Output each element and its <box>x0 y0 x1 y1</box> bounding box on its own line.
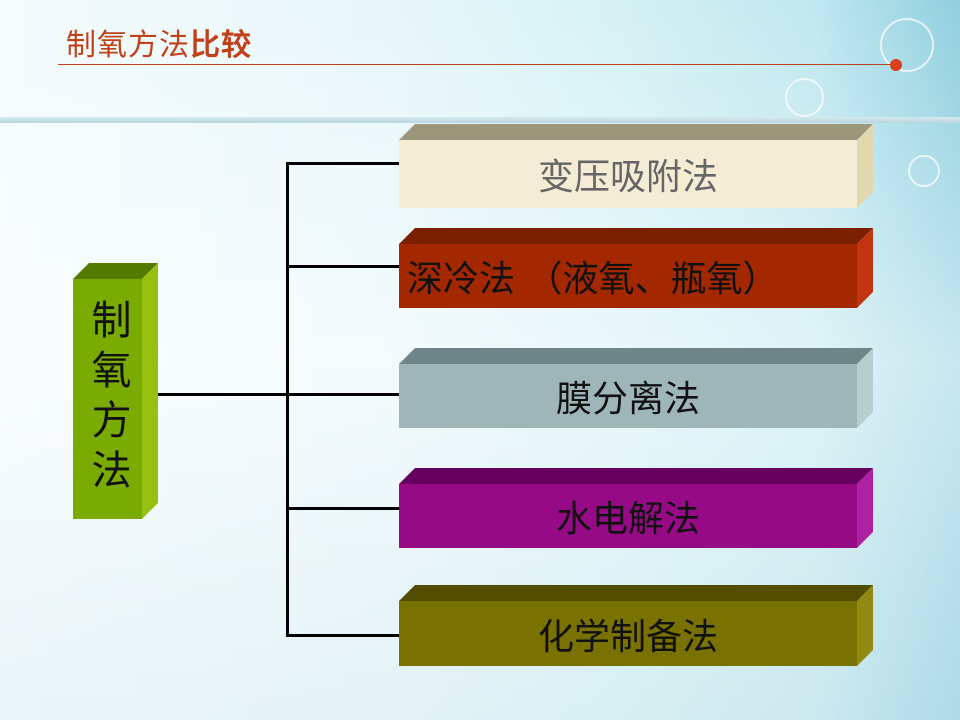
title-dot <box>890 59 902 71</box>
box-side-face <box>857 468 873 548</box>
box-front-face: 膜分离法 <box>399 364 857 428</box>
box-front-face: 变压吸附法 <box>399 140 857 208</box>
box-top-face <box>399 228 873 244</box>
box-side-face <box>857 228 873 308</box>
method-box: 变压吸附法 <box>399 124 873 208</box>
method-label: 膜分离法 <box>555 379 700 420</box>
root-box: 制氧方法 <box>73 263 158 519</box>
method-box: 化学制备法 <box>399 585 873 666</box>
connector-branch <box>286 265 399 268</box>
connector-branch <box>286 393 399 396</box>
box-side-face <box>857 124 873 208</box>
root-label: 制氧方法 <box>84 299 131 499</box>
connector-root <box>148 393 288 396</box>
box-top-face <box>399 348 873 364</box>
box-front-face: 水电解法 <box>399 484 857 548</box>
method-box: 水电解法 <box>399 468 873 548</box>
connector-branch <box>286 507 399 510</box>
method-label: 水电解法 <box>555 499 700 540</box>
decor-bubble <box>908 155 940 187</box>
method-label: 变压吸附法 <box>537 157 718 198</box>
method-box: 膜分离法 <box>399 348 873 428</box>
box-front-face: 深冷法 （液氧、瓶氧） <box>399 244 857 308</box>
connector-branch <box>286 634 399 637</box>
title-underline <box>58 64 896 65</box>
box-side-face <box>857 585 873 666</box>
method-box: 深冷法 （液氧、瓶氧） <box>399 228 873 308</box>
method-label: 深冷法 （液氧、瓶氧） <box>407 259 779 300</box>
slide-title: 制氧方法比较 <box>66 28 252 63</box>
box-front-face: 化学制备法 <box>399 601 857 666</box>
decor-bubble <box>880 18 934 72</box>
box-top-face <box>399 585 873 601</box>
method-label: 化学制备法 <box>537 616 718 658</box>
connector-branch <box>286 162 399 165</box>
box-side-face <box>857 348 873 428</box>
connector-trunk <box>286 162 289 637</box>
header-band <box>0 117 960 123</box>
box-top-face <box>399 124 873 140</box>
decor-bubble <box>785 78 824 117</box>
box-top-face <box>399 468 873 484</box>
